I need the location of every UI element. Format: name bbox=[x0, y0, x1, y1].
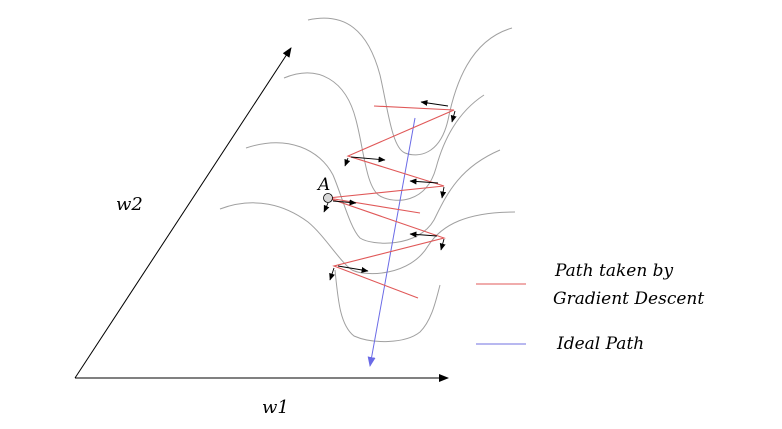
point-a: A bbox=[316, 175, 333, 203]
w2-axis bbox=[74, 47, 292, 379]
contour-curve-3 bbox=[245, 142, 501, 244]
gd-path-extra-segment bbox=[327, 197, 421, 214]
gradient-vector-arrow bbox=[329, 267, 335, 281]
legend: Path taken by Gradient Descent Ideal Pat… bbox=[476, 261, 704, 354]
gradient-vector-arrow bbox=[350, 156, 386, 163]
gradient-vector-arrow bbox=[440, 186, 447, 199]
ideal-path-line bbox=[367, 117, 416, 367]
point-a-label: A bbox=[316, 175, 330, 195]
legend-gradient-descent-label-line1: Path taken by bbox=[554, 261, 674, 281]
w2-axis-label: w2 bbox=[116, 194, 143, 215]
gradient-vector-arrow bbox=[344, 157, 351, 167]
contour-curve-4 bbox=[219, 202, 516, 275]
contour-curve-2 bbox=[283, 72, 485, 201]
gradient-vectors bbox=[323, 99, 457, 281]
gradient-descent-path bbox=[327, 105, 455, 299]
gradient-vector-arrow bbox=[450, 110, 457, 123]
contour-curve-5 bbox=[334, 269, 441, 343]
legend-gradient-descent-label-line2: Gradient Descent bbox=[553, 289, 704, 309]
loss-contours bbox=[219, 17, 516, 343]
gradient-vector-arrow bbox=[337, 265, 369, 273]
gradient-vector-arrow bbox=[420, 99, 449, 107]
gradient-vector-arrow bbox=[409, 178, 439, 185]
gradient-vector-arrow bbox=[332, 199, 357, 206]
axes: w1 w2 bbox=[74, 47, 449, 418]
point-a-marker bbox=[323, 193, 333, 203]
gd-path-zigzag bbox=[327, 105, 455, 299]
gradient-vector-arrow bbox=[409, 231, 438, 238]
legend-ideal-path-label: Ideal Path bbox=[556, 334, 644, 354]
gradient-vector-arrow bbox=[439, 238, 446, 251]
w1-axis-label: w1 bbox=[262, 397, 289, 418]
contour-curve-1 bbox=[307, 17, 513, 156]
gradient-vector-arrow bbox=[323, 202, 330, 213]
